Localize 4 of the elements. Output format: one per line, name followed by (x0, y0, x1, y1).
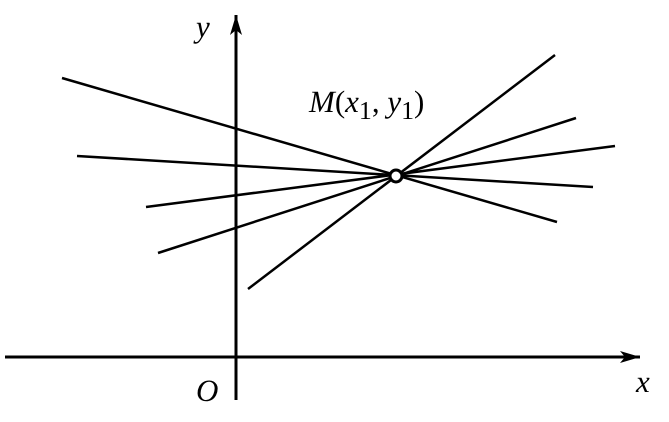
axis-label: y (196, 11, 210, 42)
point-label: M(x$_{1}$, y$_{1}$) (309, 86, 424, 124)
axis-label: x (636, 366, 650, 397)
origin-label: O (196, 375, 218, 406)
